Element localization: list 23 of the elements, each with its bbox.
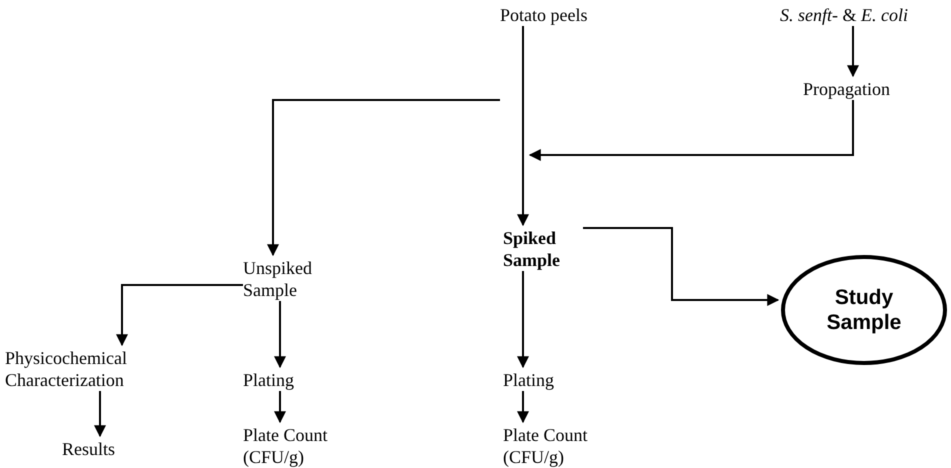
step-label: Spiked Sample (503, 227, 562, 271)
arrow (517, 271, 529, 368)
arrow (267, 99, 500, 256)
arrow (274, 391, 286, 424)
step-label: Plating (503, 369, 556, 391)
arrow (116, 284, 243, 346)
arrow (847, 26, 859, 78)
step-label: S. senft- & E. coli (780, 4, 910, 26)
arrow (94, 391, 106, 438)
arrow (274, 301, 286, 368)
step-label: Potato peels (500, 4, 588, 26)
step-label: Plate Count (CFU/g) (503, 424, 588, 468)
arrow (517, 391, 529, 424)
step-label: Plate Count (CFU/g) (243, 424, 328, 468)
step-label: Results (62, 438, 116, 460)
arrow (528, 100, 854, 161)
step-label: Unspiked Sample (243, 257, 313, 301)
step-label: Plating (243, 369, 296, 391)
step-label: Propagation (803, 78, 891, 100)
arrow (583, 227, 780, 306)
arrow (517, 26, 529, 226)
step-label: Physicochemical Characterization (5, 347, 128, 391)
ellipse-label: Study Sample (826, 285, 902, 335)
